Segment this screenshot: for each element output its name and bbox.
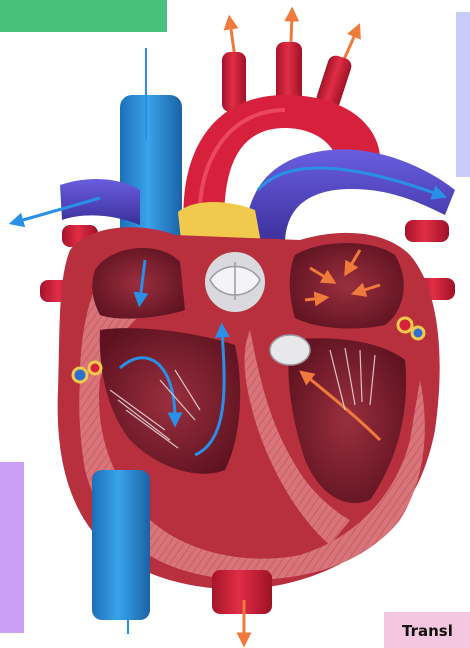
left-atrium [290,243,404,329]
bottom-right-label: Transl [402,622,453,640]
aortic-valve [270,335,310,365]
label-box-left [0,462,24,633]
label-box-bottom-right: Transl [384,612,470,648]
inferior-vena-cava [92,470,150,620]
pulmonary-valve [205,252,265,312]
label-box-top-right [456,12,470,177]
descending-aorta [212,570,272,614]
right-atrium [92,248,185,319]
label-box-top-left [0,0,167,32]
arrow-icon [305,298,322,300]
